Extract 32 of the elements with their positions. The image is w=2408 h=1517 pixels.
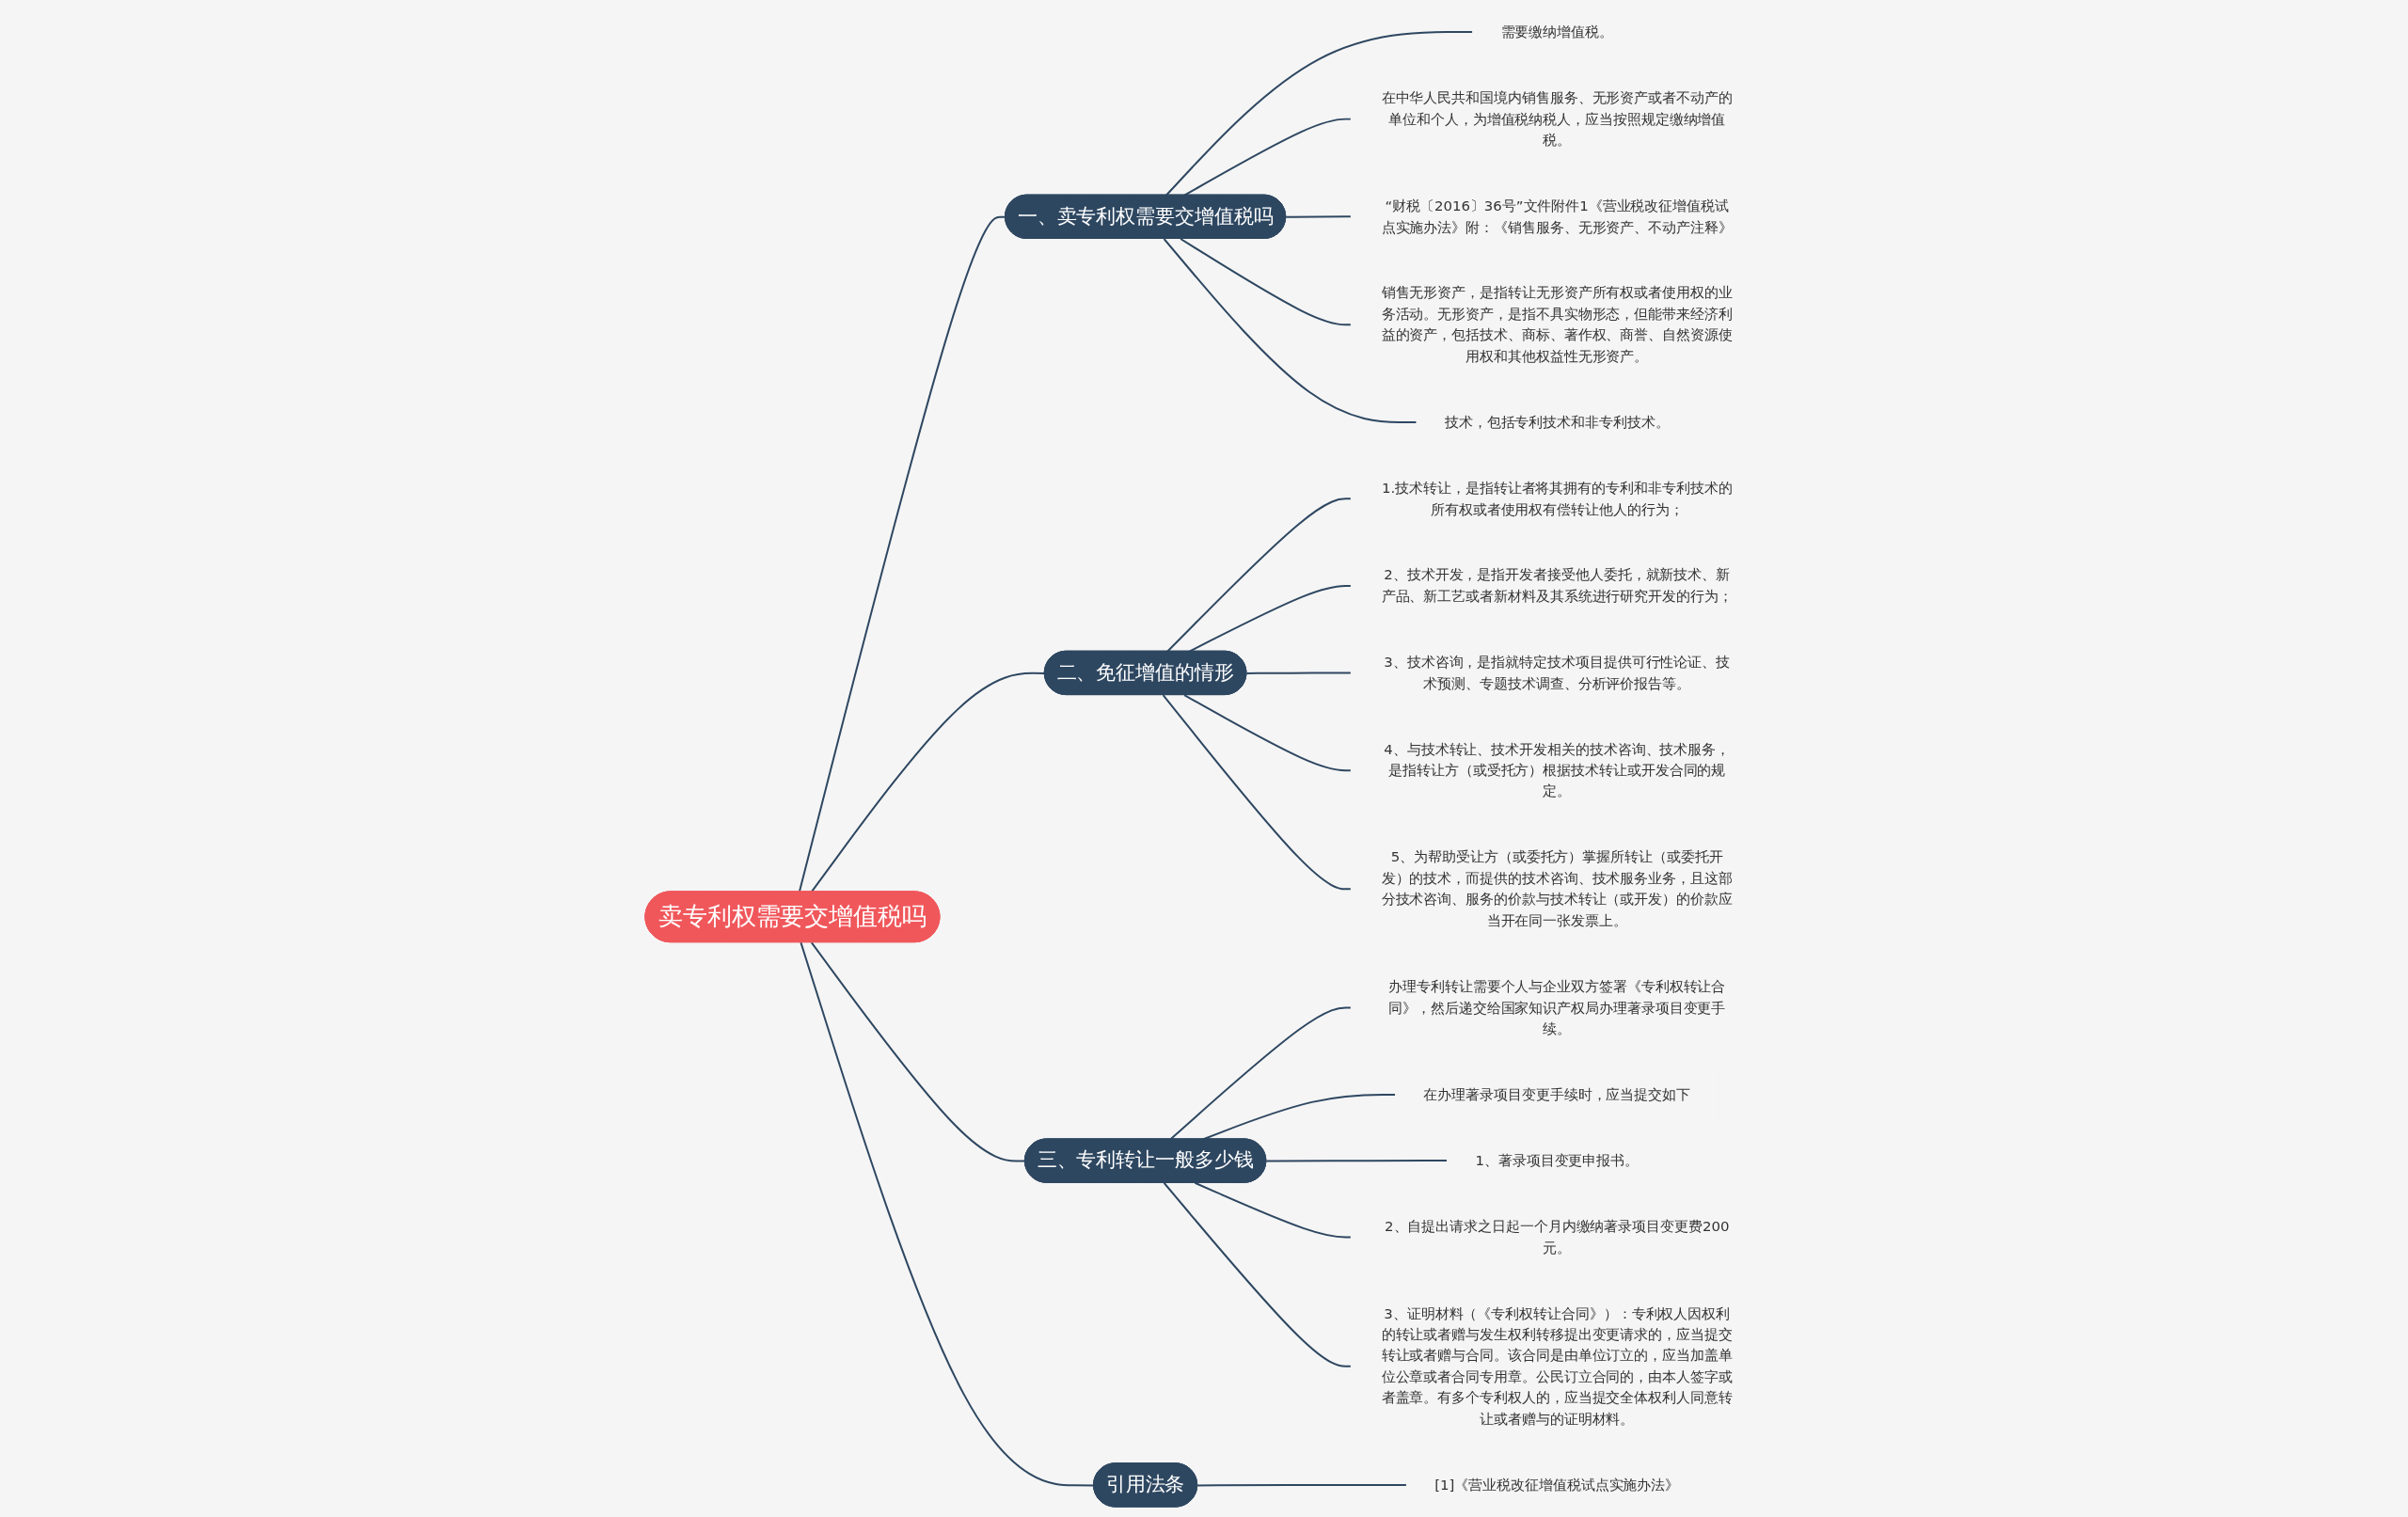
node-text: 3、技术咨询，是指就特定技术项目提供可行性论证、技术预测、专题技术调查、分析评价报告等。: [1384, 654, 1731, 692]
connector: [1164, 31, 1474, 197]
connector: [1163, 1181, 1353, 1367]
node-text: 2、技术开发，是指开发者接受他人委托，就新技术、新产品、新工艺或者新材料及其系统进行研究开发的行为；: [1381, 566, 1733, 605]
connector: [1183, 118, 1353, 197]
connector: [1163, 238, 1418, 423]
node-text: 2、自提出请求之日起一个月内缴纳著录项目变更费200元。: [1384, 1218, 1730, 1256]
node-text: 5、为帮助受让方（或委托方）掌握所转让（或委托开发）的技术，而提供的技术咨询、技术服务业务，且这部分技术咨询、服务的价款与技术转让（或开发）的价款应当开在同一张发票上。: [1381, 848, 1733, 929]
connector: [1285, 215, 1353, 218]
node-text: 在办理著录项目变更手续时，应当提交如下: [1423, 1085, 1690, 1103]
connector: [1245, 672, 1353, 674]
connector: [1194, 1181, 1353, 1239]
connector: [1166, 498, 1353, 653]
node-text: 3、证明材料（《专利权转让合同》）：专利权人因权利的转让或者赠与发生权利转移提出变更请求的，应当提交转让或者赠与合同。该合同是由单位订立的，应当加盖单位公章或者合同专用章。公民订立合同的，由本人签字或者盖章。有多个专利权人的，应当提交全体权利人同意转让或者赠与的证明材料。: [1381, 1304, 1733, 1428]
node-text: 1.技术转让，是指转让者将其拥有的专利和非专利技术的所有权或者使用权有偿转让他人的行为；: [1381, 479, 1733, 518]
node-text: [1]《营业税改征增值税试点实施办法》: [1434, 1476, 1680, 1493]
node-text: 技术，包括专利技术和非专利技术。: [1444, 413, 1670, 431]
connector: [1162, 694, 1353, 891]
node-text: “财税〔2016〕36号”文件附件1《营业税改征增值税试点实施办法》附：《销售服务、无形资产、不动产注释》: [1381, 197, 1733, 236]
connector: [1196, 1483, 1408, 1487]
connector: [1183, 694, 1353, 772]
connector: [1180, 238, 1353, 326]
connector: [810, 941, 1026, 1162]
node-text: 办理专利转让需要个人与企业双方签署《专利权转让合同》，然后递交给国家知识产权局办理著录项目变更手续。: [1388, 977, 1726, 1037]
node-text: 销售无形资产，是指转让无形资产所有权或者使用权的业务活动。无形资产，是指不具实物形态，但能带来经济利益的资产，包括技术、商标、著作权、商誉、自然资源使用权和其他权益性无形资产。: [1381, 284, 1733, 365]
node-text: 4、与技术转让、技术开发相关的技术咨询、技术服务，是指转让方（或受托方）根据技术转让或开发合同的规定。: [1384, 740, 1731, 800]
connector: [1188, 584, 1353, 653]
connector: [800, 941, 1095, 1487]
node-text: 1、著录项目变更申报书。: [1475, 1151, 1640, 1169]
connector: [1265, 1160, 1449, 1162]
node-text: 需要缴纳增值税。: [1500, 23, 1613, 40]
node-text: 在中华人民共和国境内销售服务、无形资产或者不动产的单位和个人，为增值税纳税人，应当按照规定缴纳增值税。: [1381, 89, 1733, 149]
